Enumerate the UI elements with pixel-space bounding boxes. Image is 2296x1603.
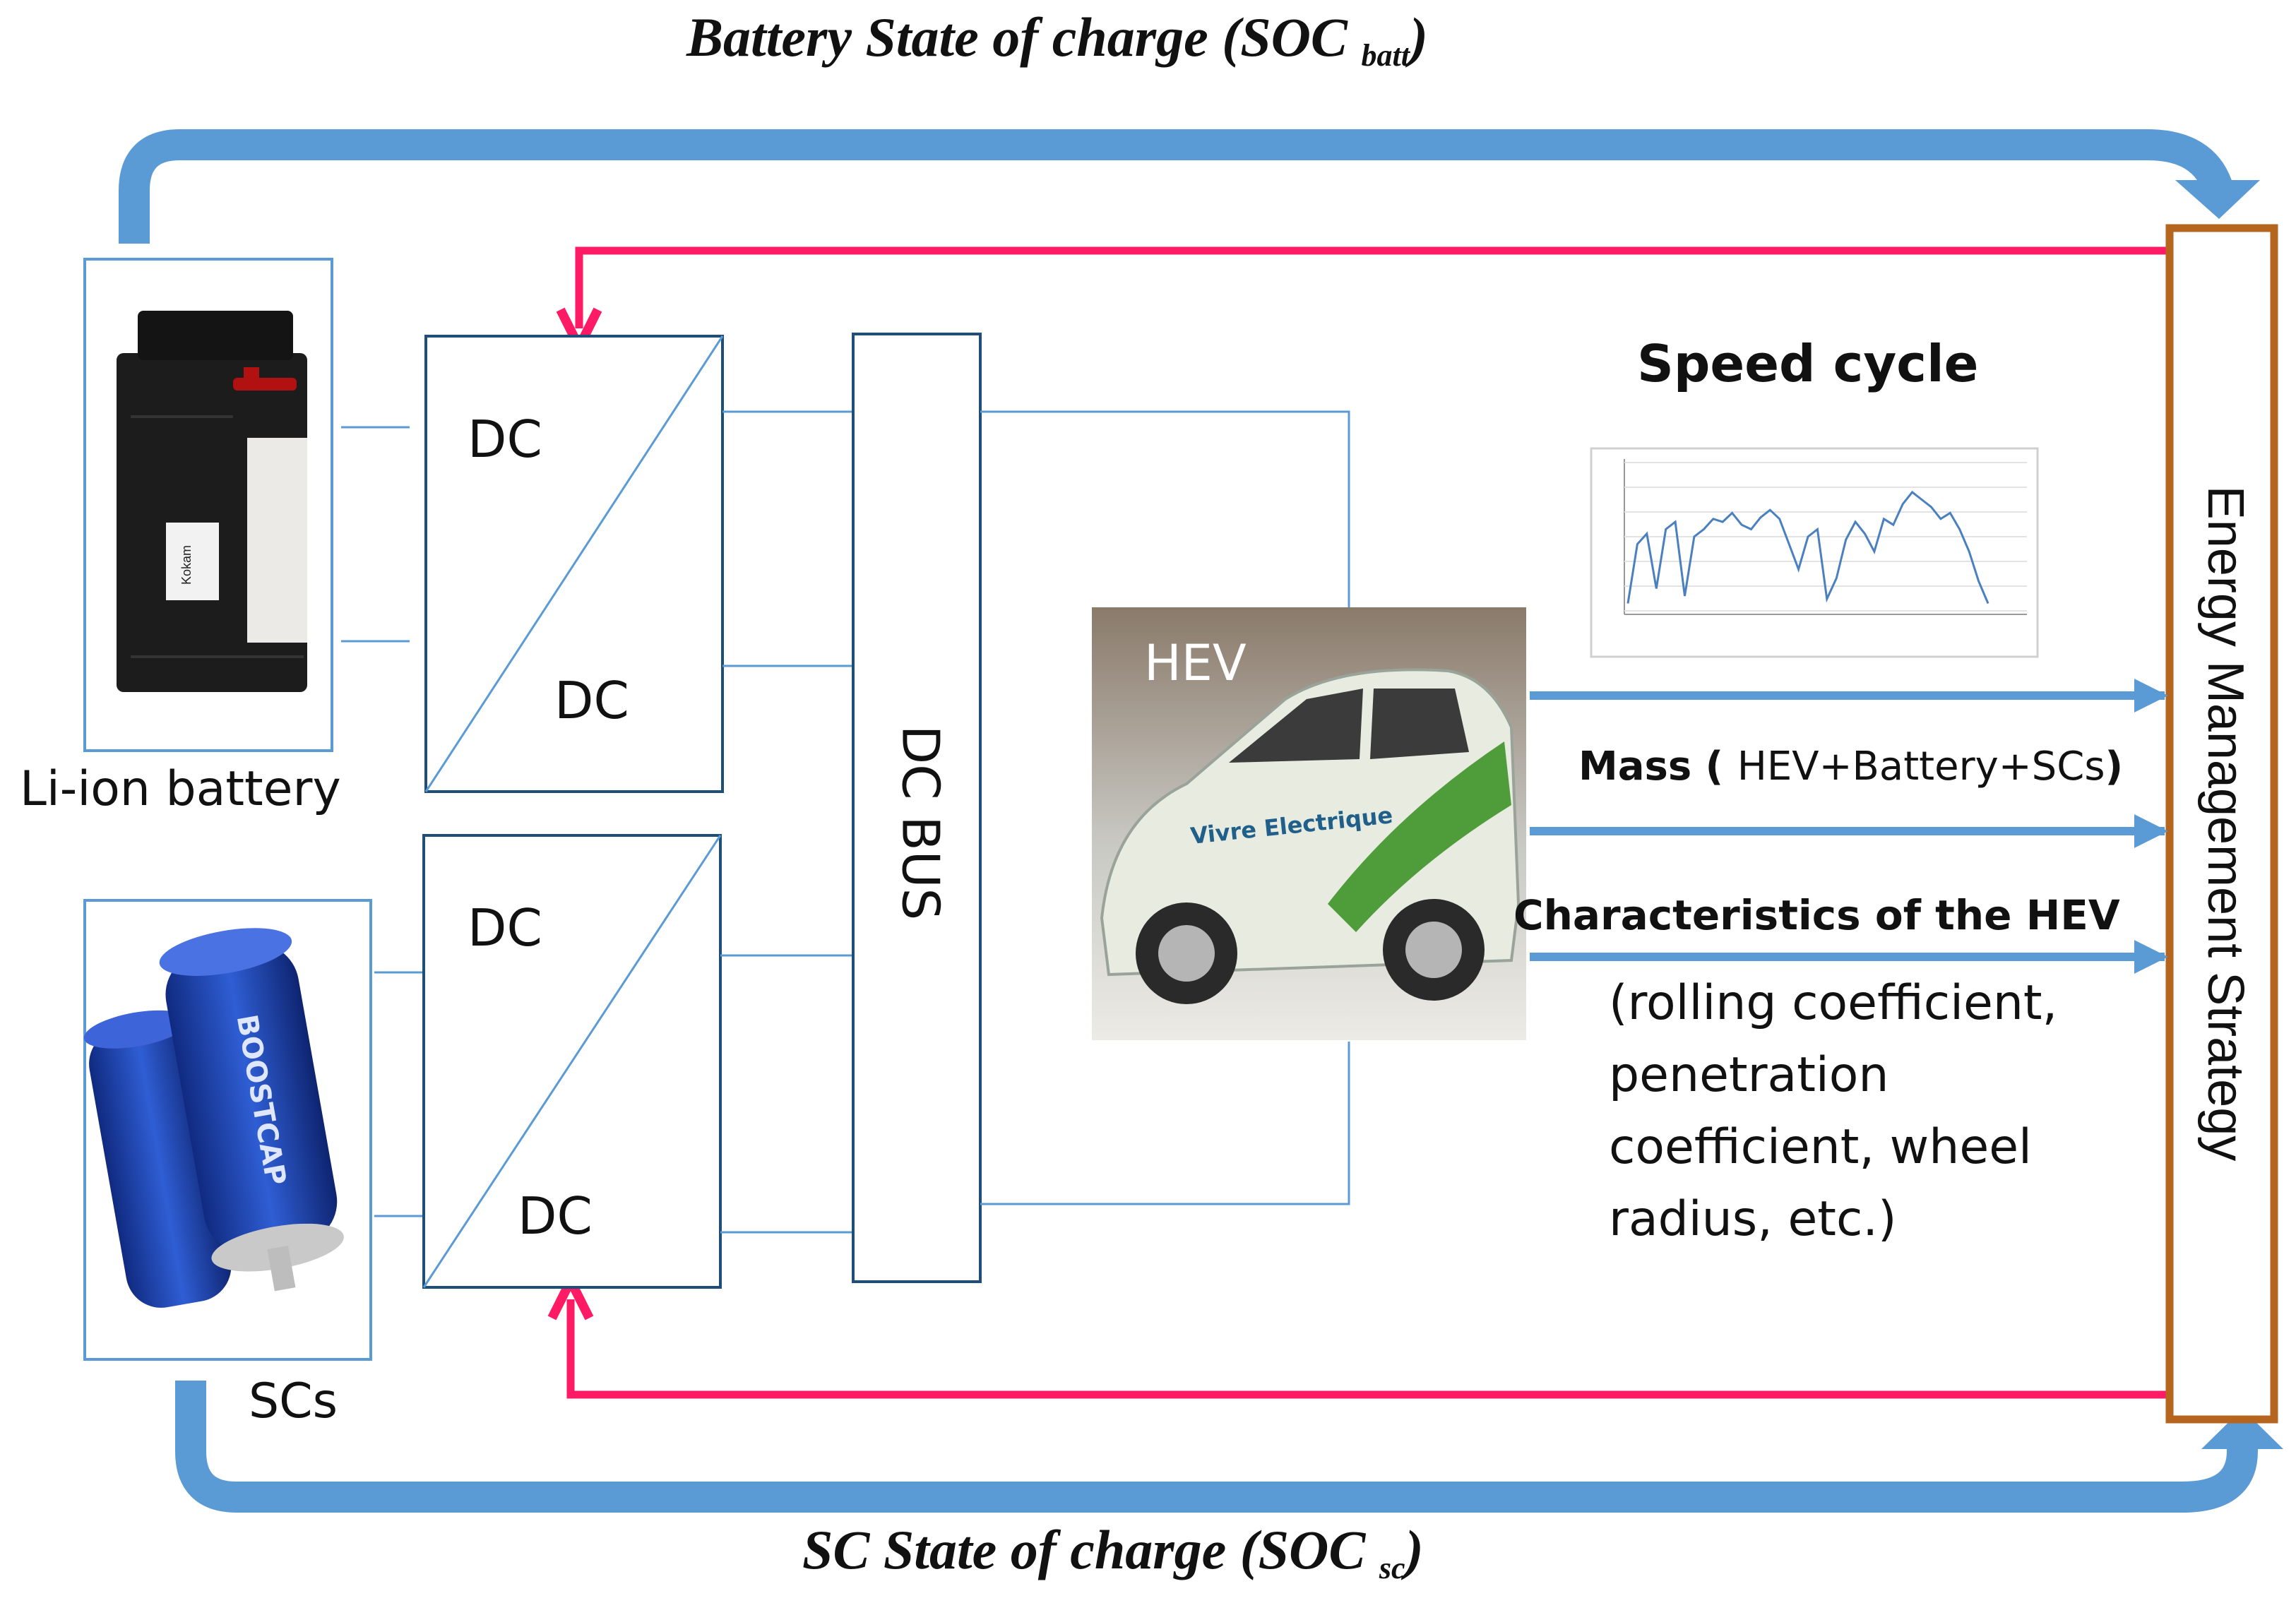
converter-top-output-label: DC [554, 671, 629, 730]
sc-soc-arrowhead [2201, 1409, 2283, 1449]
ems-label: Energy Management Strategy [2197, 486, 2254, 1162]
battery-brand-text: Kokam [179, 545, 194, 585]
mass-label-end: ) [2105, 744, 2124, 789]
converter-bottom-input-label: DC [468, 898, 542, 958]
ems-feedback-arrow-bottom [571, 1299, 2168, 1399]
hev-car-image: Vivre Electrique [1092, 607, 1526, 1040]
characteristics-title: Characteristics of the HEV [1513, 891, 2120, 939]
ems-box [2165, 224, 2278, 1424]
battery-soc-title: Battery State of charge (SOC batt) [686, 6, 1428, 73]
battery-soc-arrowhead [2175, 180, 2260, 219]
converter-top-input-label: DC [468, 410, 542, 469]
dc-bus-label: DC BUS [891, 725, 950, 920]
characteristics-detail: (rolling coefficient, penetration coeffi… [1609, 975, 2058, 1247]
mass-label-bold: Mass ( [1578, 744, 1737, 789]
battery-soc-title-main: Battery State of charge (SOC [686, 6, 1362, 68]
battery-label: Li-ion battery [20, 761, 341, 817]
speed-cycle-chart [1590, 447, 2039, 658]
dc-bus [852, 333, 982, 1283]
battery-soc-title-end: ) [1409, 6, 1428, 68]
supercapacitor-illustration: BOOSTCAP [83, 928, 344, 1308]
sc-soc-title-sub: sc [1379, 1551, 1405, 1585]
battery-soc-title-sub: batt [1361, 38, 1410, 73]
ems-feedback-arrow-top [579, 246, 2168, 328]
battery-soc-arrow [119, 129, 2232, 244]
speed-cycle-line [1626, 490, 1989, 604]
mass-label: Mass ( HEV+Battery+SCs) [1578, 744, 2123, 789]
speed-cycle-title: Speed cycle [1637, 334, 1979, 393]
converter-bottom-output-label: DC [518, 1186, 593, 1246]
sc-soc-title-main: SC State of charge (SOC [802, 1519, 1379, 1580]
hev-label: HEV [1144, 634, 1247, 692]
mass-label-normal: HEV+Battery+SCs [1737, 744, 2105, 789]
battery-illustration: Kokam [117, 311, 307, 692]
sc-soc-arrow [175, 1381, 2258, 1513]
sc-soc-title: SC State of charge (SOC sc) [802, 1518, 1424, 1586]
sc-soc-title-end: ) [1405, 1519, 1424, 1580]
scs-label: SCs [249, 1373, 338, 1429]
